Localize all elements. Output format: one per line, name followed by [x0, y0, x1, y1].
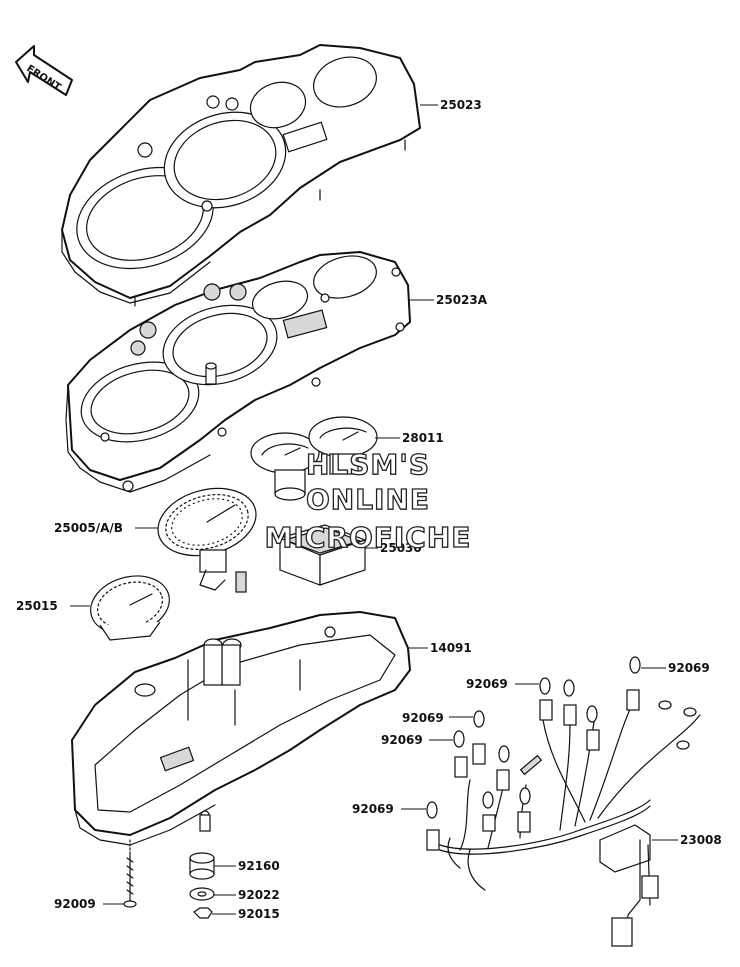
part-25023A-meter-housing [65, 251, 411, 493]
label-25023A: 25023A [436, 293, 488, 307]
part-25030-lcd-unit [278, 524, 367, 586]
part-25015-tachometer [90, 575, 170, 641]
part-25005-speedometer [157, 487, 257, 593]
part-25023-upper-cover [61, 44, 421, 307]
label-28011: 28011 [402, 431, 444, 445]
watermark-line-3: MICROFICHE [265, 521, 472, 554]
label-25015: 25015 [16, 599, 58, 613]
label-92160: 92160 [238, 859, 280, 873]
bulbs-92069 [426, 656, 641, 819]
label-25023: 25023 [440, 98, 482, 112]
bulb-sockets [426, 689, 640, 851]
label-25030: 25030 [380, 541, 422, 555]
watermark: HLSM'S ONLINE MICROFICHE [264, 447, 472, 554]
watermark-line-1: HLSM'S [306, 448, 430, 481]
front-arrow-icon: FRONT [15, 45, 73, 96]
label-25005: 25005/A/B [54, 521, 123, 535]
label-92015: 92015 [238, 907, 280, 921]
label-92069-e: 92069 [352, 802, 394, 816]
label-92069-b: 92069 [466, 677, 508, 691]
label-92069-a: 92069 [668, 661, 710, 675]
part-92015-nut [193, 907, 213, 919]
part-92160-grommet [189, 852, 215, 880]
label-23008: 23008 [680, 833, 722, 847]
label-92069-d: 92069 [381, 733, 423, 747]
label-92009: 92009 [54, 897, 96, 911]
front-label: FRONT [24, 63, 62, 93]
part-14091-lower-case [71, 611, 411, 846]
watermark-line-2: ONLINE [306, 483, 430, 516]
part-28011-gauges [250, 416, 378, 501]
part-92022-washer [189, 887, 215, 901]
label-92022: 92022 [238, 888, 280, 902]
part-92009-screw [123, 839, 137, 908]
label-92069-c: 92069 [402, 711, 444, 725]
part-23008-harness [439, 700, 701, 947]
label-14091: 14091 [430, 641, 472, 655]
